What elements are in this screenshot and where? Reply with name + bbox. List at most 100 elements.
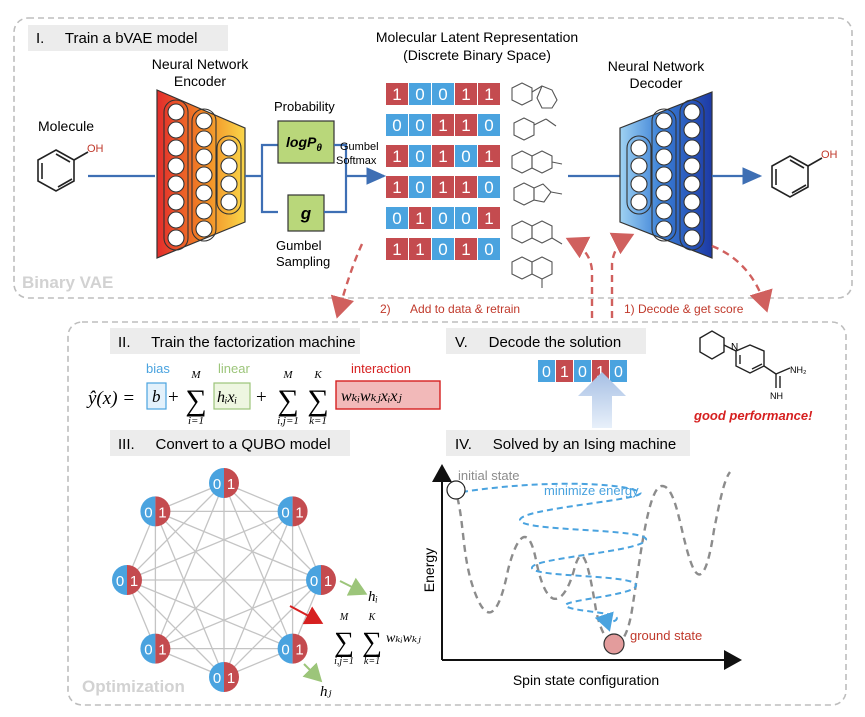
encoder-label-line1: Neural Network [152, 56, 249, 72]
section1-label-bg [28, 25, 228, 51]
neuron-node [683, 175, 701, 193]
neuron-node [195, 112, 213, 130]
latent-bit-value: 0 [415, 85, 424, 104]
solution-bit-value: 1 [560, 364, 569, 381]
neuron-node [630, 175, 648, 193]
qubo-edge [126, 579, 225, 678]
latent-bit-value: 0 [461, 147, 470, 166]
solution-bit-value: 0 [614, 364, 623, 381]
spin-node-one-half [292, 633, 308, 664]
formula-i1: i=1 [188, 415, 204, 427]
decoder-label-line1: Neural Network [608, 58, 705, 74]
latent-bit-cell [409, 238, 431, 260]
neuron-node [167, 157, 185, 175]
neuron-column [191, 108, 217, 242]
formula-yhat: ŷ(x) = [86, 388, 135, 409]
latent-title-line1: Molecular Latent Representation [376, 29, 578, 45]
latent-bit-cell [455, 207, 477, 229]
latent-bit-cell [386, 114, 408, 136]
spin-one-label: 1 [324, 573, 332, 590]
latent-bit-value: 1 [461, 178, 470, 197]
solution-bit-cell [556, 360, 573, 382]
neuron-node [655, 148, 673, 166]
latent-bit-value: 0 [415, 116, 424, 135]
neuron-node [220, 139, 238, 157]
spin-zero-label: 0 [281, 642, 289, 659]
latent-bit-cell [386, 83, 408, 105]
latent-bit-value: 1 [392, 178, 401, 197]
decoder-label-line2: Decoder [630, 75, 683, 91]
neuron-node [220, 193, 238, 211]
section4-label-bg [446, 430, 690, 456]
linear-box [213, 382, 251, 410]
formula-M-2: M [282, 369, 293, 381]
neuron-node [630, 193, 648, 211]
merge-from-logp [334, 143, 348, 176]
linear-label: linear [218, 361, 250, 376]
latent-bit-value: 1 [438, 178, 447, 197]
latent-bit-value: 1 [438, 116, 447, 135]
latent-bit-cell [432, 238, 454, 260]
spin-one-label: 1 [295, 504, 303, 521]
latent-bit-value: 1 [415, 209, 424, 228]
neuron-node [683, 139, 701, 157]
neuron-node [630, 157, 648, 175]
neuron-node [630, 139, 648, 157]
arrow-to-score-molecule [711, 244, 773, 313]
neuron-node [683, 211, 701, 229]
latent-bit-value: 1 [461, 85, 470, 104]
arrow-retrain-curve [330, 243, 364, 319]
neuron-node [655, 202, 673, 220]
neuron-node [167, 175, 185, 193]
latent-bit-value: 0 [484, 116, 493, 135]
phenol-input-molecule [37, 149, 89, 192]
latent-bit-value: 1 [438, 147, 447, 166]
qubo-term: wₖᵢwₖⱼ [386, 631, 421, 646]
latent-bit-cell [386, 207, 408, 229]
neuron-node [167, 121, 185, 139]
qubo-sum-1: ∑ [334, 627, 354, 658]
gumbel-softmax-line2: Softmax [336, 155, 377, 167]
latent-title-line2: (Discrete Binary Space) [403, 47, 551, 63]
neuron-node [220, 157, 238, 175]
latent-bit-value: 0 [438, 209, 447, 228]
spin-node-zero-half [140, 633, 156, 664]
section2-label-bg [110, 328, 360, 354]
merge-from-g [324, 176, 348, 214]
section1-label: I. Train a bVAE model [36, 30, 197, 47]
neuron-node [220, 175, 238, 193]
neuron-node [683, 121, 701, 139]
neuron-node [655, 130, 673, 148]
section4-label: IV. Solved by an Ising machine [455, 436, 676, 453]
neuron-column [626, 135, 652, 215]
spin-one-label: 1 [227, 670, 235, 687]
g-box [287, 194, 325, 232]
hj-label: hⱼ [320, 684, 332, 700]
spin-zero-label: 0 [213, 476, 221, 493]
ground-state-ball [603, 633, 625, 655]
binary-vae-panel [13, 17, 853, 299]
qubo-k1: k=1 [364, 656, 380, 667]
spin-node-zero-half [112, 565, 127, 595]
neuron-node [195, 148, 213, 166]
spin-node-zero-half [277, 496, 293, 527]
formula-ij1: i,j=1 [277, 415, 299, 427]
latent-bit-value: 0 [438, 85, 447, 104]
latent-bit-cell [386, 238, 408, 260]
branch-to-logp [260, 143, 278, 176]
neuron-node [683, 229, 701, 247]
branch-to-g [260, 176, 278, 214]
latent-bit-cell [455, 238, 477, 260]
hj-arrow [302, 662, 323, 683]
latent-bit-cell [432, 114, 454, 136]
spin-one-label: 1 [227, 476, 235, 493]
spin-one-label: 1 [295, 642, 303, 659]
formula-k1: k=1 [309, 415, 327, 427]
spin-node-zero-half [306, 565, 321, 595]
retrain-label: 2) Add to data & retrain [380, 302, 520, 316]
solution-bit-value: 1 [596, 364, 605, 381]
